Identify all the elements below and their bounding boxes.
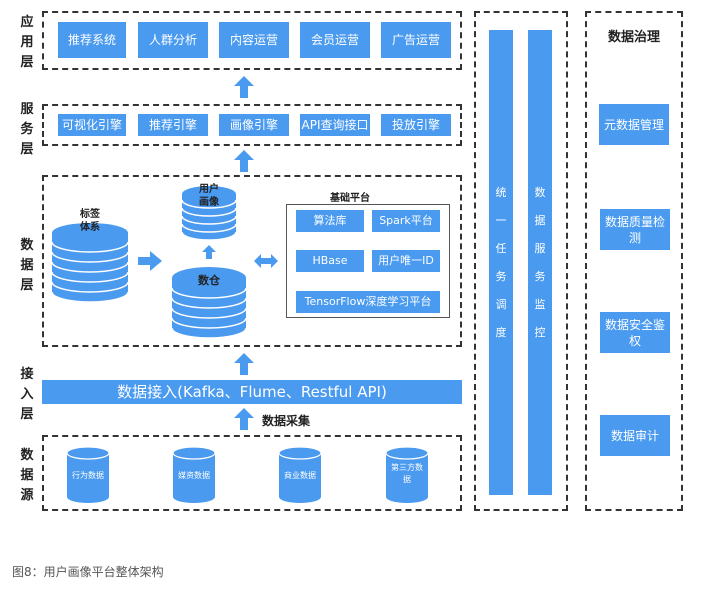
layer-label-application: 应 用 层 [20,15,34,70]
service-item-delivery-engine: 投放引擎 [381,114,451,136]
arrow-up-icon [234,76,254,98]
governance-item-audit: 数据审计 [600,415,670,456]
behavior-data-cylinder-icon [66,446,110,503]
app-item-recommendation: 推荐系统 [58,22,126,58]
figure-caption: 图8：用户画像平台整体架构 [12,565,164,579]
layer-label-data: 数 据 层 [20,238,34,293]
arrow-up-icon [234,150,254,172]
layer-label-service: 服 务 层 [20,102,34,157]
tag-system-label: 标签 体系 [80,209,100,233]
platform-item-algorithm-lib: 算法库 [296,210,364,232]
arrow-up-icon [234,353,254,375]
data-warehouse-database-icon [171,267,247,339]
unified-task-scheduling-bar: 统 一 任 务 调 度 [489,30,513,495]
operations-column-box [474,11,568,511]
app-item-crowd-analysis: 人群分析 [138,22,208,58]
data-governance-title: 数据治理 [607,30,660,45]
source-layer-box [42,435,462,511]
platform-item-spark: Spark平台 [372,210,440,232]
arrow-right-icon [138,251,162,271]
arrow-up-icon [234,408,254,430]
tag-system-database-icon [51,223,129,303]
source-item-media: 媒资数据 [178,471,210,480]
app-item-content-ops: 内容运营 [219,22,289,58]
service-item-profile-engine: 画像引擎 [219,114,289,136]
data-governance-box [585,11,683,511]
business-data-cylinder-icon [278,446,322,503]
bidirectional-arrow-icon [254,254,278,268]
data-warehouse-label: 数仓 [198,274,220,287]
service-item-recommend-engine: 推荐引擎 [138,114,208,136]
arrow-up-small-icon [202,245,216,259]
platform-item-hbase: HBase [296,250,364,272]
service-layer-box [42,104,462,146]
governance-item-quality: 数据质量检测 [600,209,670,250]
base-platform-box [286,204,450,318]
user-profile-label: 用户 画像 [199,184,219,208]
source-item-behavior: 行为数据 [72,471,104,480]
base-platform-title: 基础平台 [330,193,370,204]
layer-label-source: 数 据 源 [20,448,34,503]
platform-item-tensorflow: TensorFlow深度学习平台 [296,291,440,313]
data-collection-label: 数据采集 [262,414,311,428]
platform-item-user-unique-id: 用户唯一ID [372,250,440,272]
source-item-third-party: 第三方数 据 [391,463,423,484]
data-service-monitoring-bar: 数 据 服 务 监 控 [528,30,552,495]
app-item-ad-ops: 广告运营 [381,22,451,58]
layer-label-ingestion: 接 入 层 [20,367,34,422]
application-layer-box [42,11,462,70]
source-item-business: 商业数据 [284,471,316,480]
media-data-cylinder-icon [172,446,216,503]
third-party-data-cylinder-icon [385,446,429,503]
service-item-visualization: 可视化引擎 [58,114,126,136]
data-layer-box [42,175,462,347]
service-item-api-query: API查询接口 [300,114,370,136]
governance-item-metadata: 元数据管理 [599,104,669,145]
app-item-member-ops: 会员运营 [300,22,370,58]
user-profile-database-icon [181,186,237,241]
data-ingestion-bar: 数据接入(Kafka、Flume、Restful API) [42,380,462,404]
governance-item-security: 数据安全鉴权 [600,312,670,353]
